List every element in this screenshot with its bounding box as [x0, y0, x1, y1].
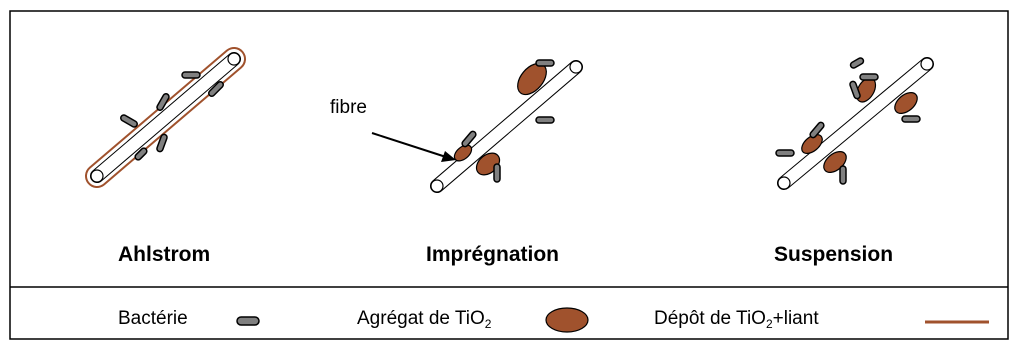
- fibre-end: [920, 57, 934, 71]
- panel-impregnation-illustration: [371, 59, 583, 193]
- fibre-arrow: [371, 132, 447, 158]
- bacterium: [849, 57, 865, 69]
- legend-bacteria-label: Bactérie: [118, 308, 188, 329]
- tio2-aggregate: [894, 92, 918, 114]
- tio2-aggregate: [801, 134, 823, 154]
- bacterium: [134, 147, 148, 161]
- bacterium: [461, 130, 477, 148]
- tio2-aggregate: [453, 144, 473, 162]
- fibre-arrowhead: [441, 151, 456, 162]
- legend-tio2-aggregate-symbol: [545, 307, 589, 333]
- panel-title-ahlstrom: Ahlstrom: [118, 243, 211, 266]
- legend-deposit-label: Dépôt de TiO2+liant: [654, 308, 819, 331]
- fibre-end: [777, 176, 791, 190]
- outer-border: [9, 10, 1009, 340]
- panel-ahlstrom-illustration: [85, 47, 246, 188]
- fibre-end: [430, 179, 444, 193]
- bacterium: [120, 114, 138, 128]
- bacterium: [775, 149, 795, 157]
- panel-title-impregnation: Imprégnation: [426, 243, 560, 266]
- fibre-end: [90, 169, 104, 183]
- legend-aggregate-label: Agrégat de TiO2: [357, 308, 492, 331]
- legend-bacteria-symbol: [236, 316, 260, 326]
- bacterium: [901, 115, 921, 123]
- panel-suspension-illustration: [775, 57, 934, 190]
- bacterium: [859, 73, 879, 81]
- fibre-label: fibre: [330, 97, 367, 118]
- bacterium: [493, 163, 501, 183]
- bacterium: [156, 93, 170, 111]
- bacterium: [156, 133, 168, 153]
- fibre-end: [569, 60, 583, 74]
- panel-title-suspension: Suspension: [774, 243, 894, 266]
- bacterium: [535, 116, 555, 124]
- bacterium: [849, 80, 861, 100]
- bacterium: [208, 81, 224, 97]
- bacterium: [839, 165, 847, 185]
- bacterium: [809, 121, 825, 139]
- bacterium: [535, 59, 555, 67]
- fibre-end: [227, 52, 241, 66]
- bacterium: [181, 71, 201, 79]
